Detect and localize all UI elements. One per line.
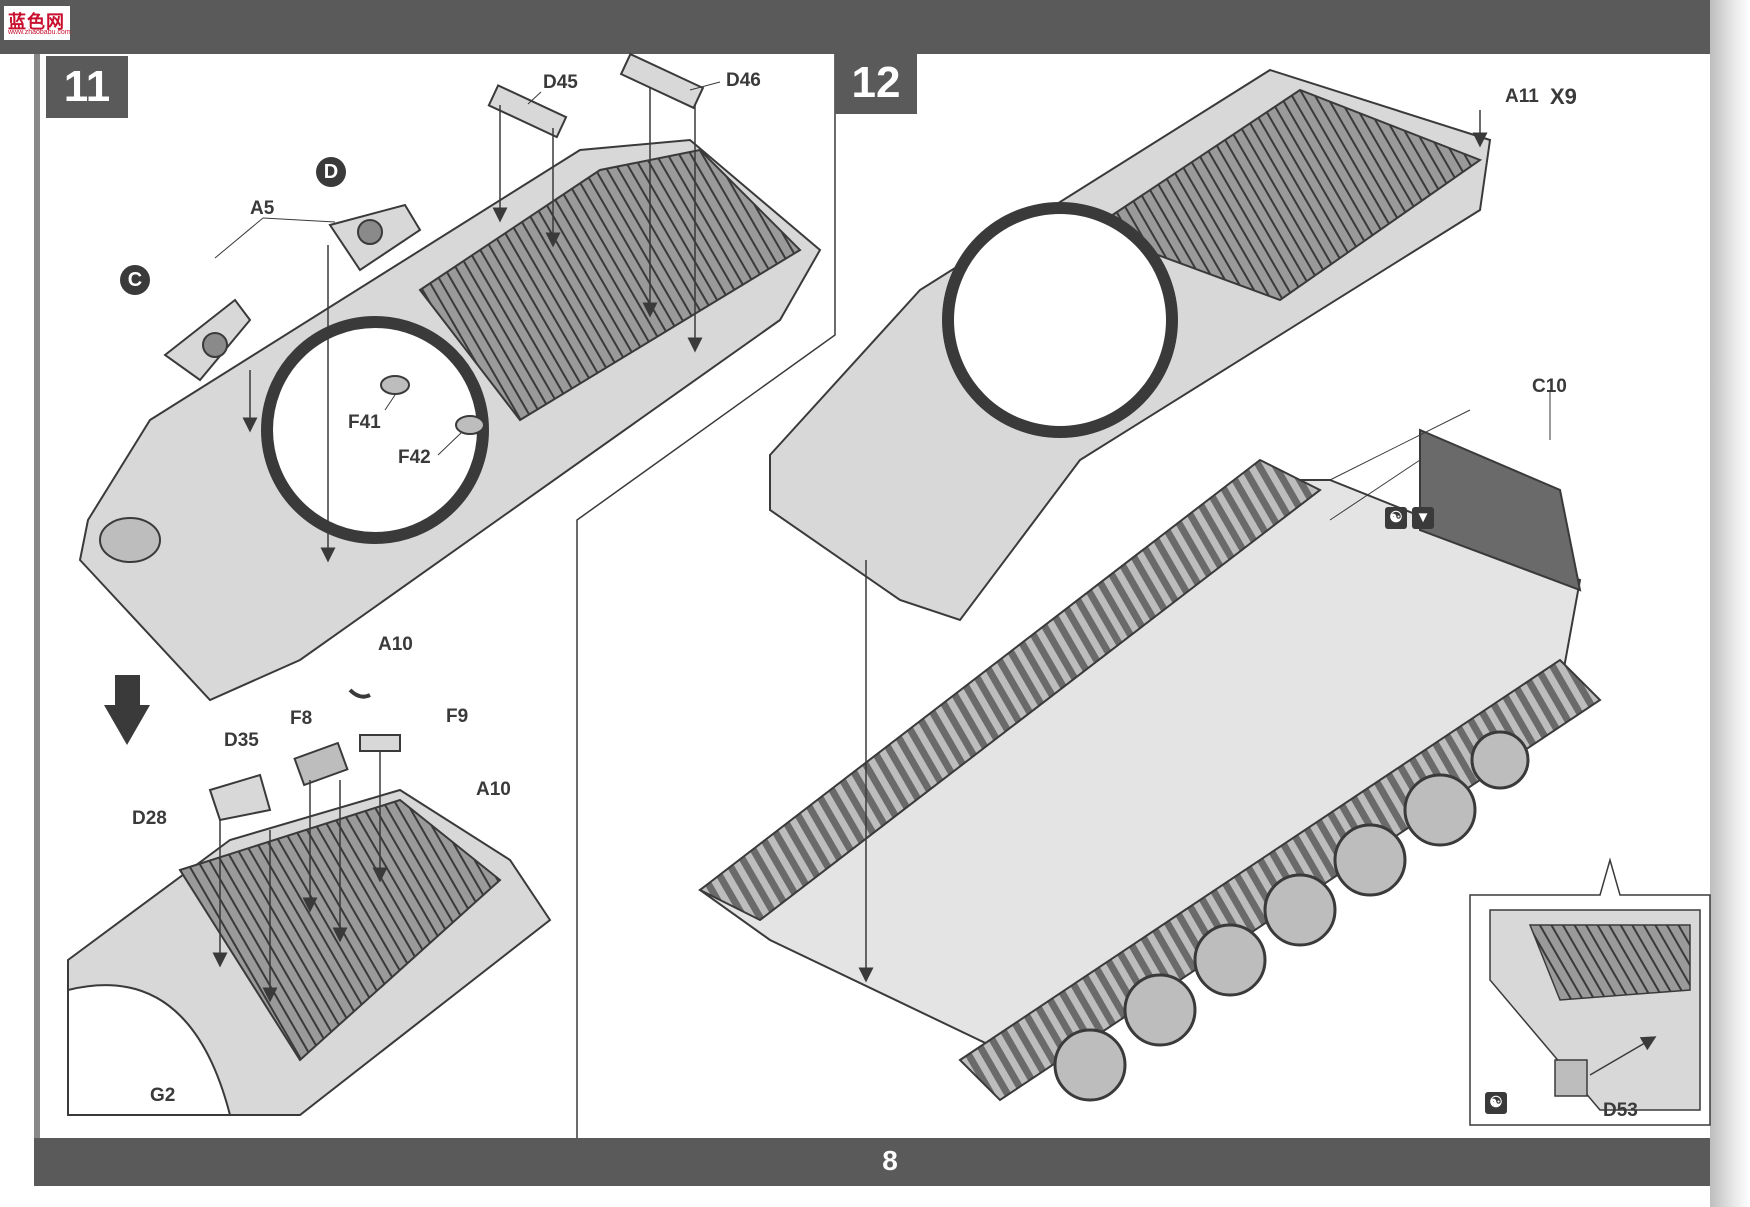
part-c10 bbox=[1419, 428, 1582, 592]
logo-subtext: www.zhaobabu.com bbox=[8, 29, 71, 36]
part-label-a10-right: A10 bbox=[476, 779, 511, 800]
step11-down-arrow bbox=[104, 675, 150, 745]
page-number: 8 bbox=[882, 1145, 898, 1176]
part-label-a5: A5 bbox=[250, 198, 275, 219]
step11-rear-arrows bbox=[212, 750, 388, 1003]
part-label-f9: F9 bbox=[446, 706, 469, 727]
callout-c: C bbox=[120, 265, 150, 295]
part-label-d28: D28 bbox=[132, 808, 167, 829]
step-divider bbox=[576, 54, 836, 1138]
part-label-d46: D46 bbox=[726, 70, 761, 91]
step12-leader-lines bbox=[1329, 390, 1551, 521]
paint-code-icon: ☯ bbox=[1485, 1092, 1507, 1114]
part-label-a11: A11 bbox=[1505, 86, 1539, 107]
paint-code-icon: ☯ bbox=[1385, 507, 1407, 529]
part-label-f8: F8 bbox=[290, 708, 313, 729]
detail-inset bbox=[1469, 857, 1711, 1126]
part-d-hatch bbox=[328, 203, 422, 272]
part-label-g2: G2 bbox=[150, 1085, 176, 1106]
part-c-hatch bbox=[163, 298, 252, 382]
step11-arrows bbox=[242, 88, 703, 563]
part-d28 bbox=[208, 773, 272, 822]
road-wheels bbox=[1053, 730, 1530, 1102]
step12-arrows bbox=[858, 110, 1488, 983]
step12-upper-hull bbox=[769, 68, 1492, 622]
part-label-c10: C10 bbox=[1532, 376, 1567, 397]
part-f42 bbox=[455, 415, 485, 435]
quantity-label-x9: X9 bbox=[1550, 84, 1577, 109]
watermark-logo: 蓝色网 www.zhaobabu.com bbox=[4, 6, 71, 40]
part-d35 bbox=[293, 741, 349, 787]
logo-text: 蓝色网 bbox=[8, 12, 65, 32]
part-d45 bbox=[487, 84, 568, 139]
step-number-12: 12 bbox=[835, 52, 917, 114]
part-label-f42: F42 bbox=[398, 447, 431, 468]
part-f8 bbox=[348, 688, 371, 699]
callout-d: D bbox=[316, 157, 346, 187]
step-number-11: 11 bbox=[46, 56, 128, 118]
step11-upper-hull bbox=[78, 138, 822, 702]
top-bar bbox=[0, 0, 1750, 54]
part-label-d45: D45 bbox=[543, 72, 578, 93]
step11-leader-lines bbox=[214, 81, 721, 456]
step11-rear-hull bbox=[67, 788, 552, 1116]
cement-tube-icon: ▼ bbox=[1412, 507, 1434, 529]
page-edge-shadow bbox=[1710, 0, 1750, 1207]
part-f9 bbox=[359, 734, 401, 752]
part-label-d53: D53 bbox=[1603, 1100, 1638, 1121]
bottom-bar bbox=[34, 1138, 1710, 1186]
part-label-d35: D35 bbox=[224, 730, 259, 751]
part-f41 bbox=[380, 375, 410, 395]
part-label-a10-top: A10 bbox=[378, 634, 413, 655]
part-label-f41: F41 bbox=[348, 412, 381, 433]
part-d46 bbox=[619, 52, 705, 110]
